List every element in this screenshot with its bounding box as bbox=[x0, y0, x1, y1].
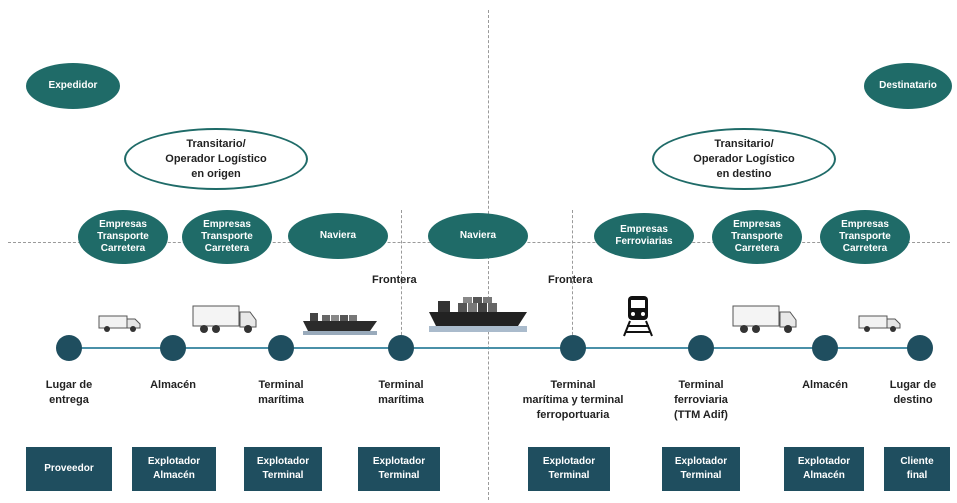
actor-terminal-operator: Explotador Terminal bbox=[528, 447, 610, 491]
actor-end-customer: Cliente final bbox=[884, 447, 950, 491]
consignee-ellipse: Destinatario bbox=[864, 63, 952, 109]
node-maritime-terminal-origin bbox=[268, 335, 294, 361]
actor-terminal-operator: Explotador Terminal bbox=[358, 447, 440, 491]
supply-chain-line bbox=[68, 347, 922, 349]
node-maritime-rail-terminal bbox=[560, 335, 586, 361]
node-label: Lugar de entrega bbox=[45, 379, 93, 406]
border-line-1 bbox=[401, 210, 402, 340]
van-icon bbox=[858, 315, 901, 332]
node-warehouse-destination bbox=[812, 335, 838, 361]
cargo-ship-icon bbox=[429, 297, 527, 332]
operator-road-4: Empresas Transporte Carretera bbox=[820, 210, 910, 264]
actor-warehouse-operator: Explotador Almacén bbox=[132, 447, 216, 491]
truck-icon bbox=[192, 305, 257, 333]
operator-road-1: Empresas Transporte Carretera bbox=[78, 210, 168, 264]
node-label: Terminal marítima bbox=[258, 379, 304, 406]
node-label: Almacén bbox=[150, 379, 196, 391]
node-rail-terminal bbox=[688, 335, 714, 361]
operator-shipping-2: Naviera bbox=[428, 213, 528, 259]
node-maritime-terminal-2 bbox=[388, 335, 414, 361]
forwarder-origin: Transitario/ Operador Logístico en orige… bbox=[124, 128, 308, 190]
train-icon bbox=[623, 296, 653, 337]
border-label-2: Frontera bbox=[548, 274, 593, 286]
operator-rail: Empresas Ferroviarias bbox=[594, 213, 694, 259]
operator-shipping-1: Naviera bbox=[288, 213, 388, 259]
node-delivery-point bbox=[56, 335, 82, 361]
node-warehouse-origin bbox=[160, 335, 186, 361]
node-label: Terminal ferroviaria (TTM Adif) bbox=[674, 379, 728, 421]
node-label: Almacén bbox=[802, 379, 848, 391]
node-label: Terminal marítima bbox=[378, 379, 424, 406]
actor-warehouse-operator: Explotador Almacén bbox=[784, 447, 864, 491]
border-label-1: Frontera bbox=[372, 274, 417, 286]
shipper-ellipse: Expedidor bbox=[26, 63, 120, 109]
truck-icon bbox=[732, 305, 797, 333]
border-line-2 bbox=[572, 210, 573, 340]
actor-supplier: Proveedor bbox=[26, 447, 112, 491]
actor-terminal-operator: Explotador Terminal bbox=[244, 447, 322, 491]
node-destination-point bbox=[907, 335, 933, 361]
operator-road-3: Empresas Transporte Carretera bbox=[712, 210, 802, 264]
actor-terminal-operator: Explotador Terminal bbox=[662, 447, 740, 491]
operator-road-2: Empresas Transporte Carretera bbox=[182, 210, 272, 264]
ship-icon bbox=[303, 313, 377, 335]
forwarder-destination: Transitario/ Operador Logístico en desti… bbox=[652, 128, 836, 190]
node-label: Lugar de destino bbox=[889, 379, 937, 406]
node-label: Terminal marítima y terminal ferroportua… bbox=[522, 379, 624, 421]
van-icon bbox=[98, 315, 141, 332]
